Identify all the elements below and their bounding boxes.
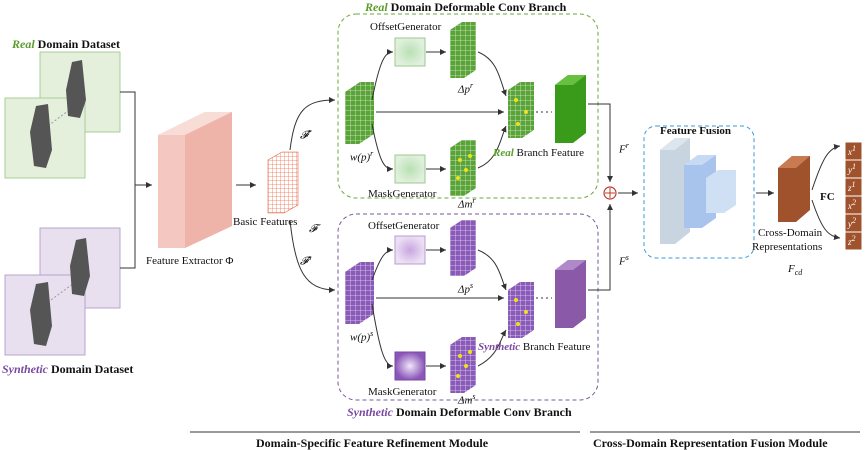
representations-label: Representations [752,241,823,253]
feature-extractor-label: Feature Extractor Φ [146,255,234,267]
real-mask-generator-label: MaskGenerator [368,188,437,200]
output-label-3: x2 [848,198,856,211]
fusion-box [643,125,755,259]
real-branch-title: Real Domain Deformable Conv Branch [365,0,567,14]
output-label-5: z2 [848,234,856,247]
synthetic-dataset-label: Synthetic Domain Dataset [2,362,134,376]
synthetic-weight-label: w(p)s [350,329,374,344]
synthetic-offset-label: Δps [458,281,474,296]
fusion-blocks [660,138,736,244]
feature-fusion-title: Feature Fusion [660,125,731,137]
real-mask-label: Δmr [458,196,476,211]
real-offset-label: Δpr [458,81,474,96]
synthetic-branch-graphics [345,220,586,393]
output-label-0: x1 [848,144,856,157]
output-label-4: y2 [848,216,856,229]
synthetic-output-label: Fs [619,253,629,268]
fusion-module-label: Cross-Domain Representation Fusion Modul… [593,436,828,450]
synthetic-mask-label: Δms [458,392,476,407]
real-weight-label: w(p)r [350,149,374,164]
output-label-2: z1 [848,180,856,193]
cross-domain-block [778,156,810,222]
synthetic-dataset-stack [4,227,121,356]
real-output-label: Fr [619,141,629,156]
fcd-label: Fcd [788,263,803,278]
output-cells [844,141,863,251]
synthetic-mask-generator-label: MaskGenerator [368,386,437,398]
synthetic-branch-box [337,213,599,401]
feature-extractor-block [158,112,232,248]
real-branch-graphics [345,22,586,196]
output-label-1: y1 [848,162,856,175]
basic-features-label: Basic Features [233,216,298,228]
real-branch-box [337,13,599,199]
synthetic-branch-title: Synthetic Domain Deformable Conv Branch [347,405,572,419]
synthetic-offset-generator-label: OffsetGenerator [368,220,440,232]
synthetic-flow-symbol: 𝓕s [300,253,312,268]
real-branch-feature-label: Real Branch Feature [493,147,585,159]
real-flow-symbol: 𝓕r [300,127,312,142]
basic-features-symbol: 𝓕 [309,223,318,235]
refinement-module-label: Domain-Specific Feature Refinement Modul… [256,436,489,450]
synthetic-branch-feature-label: Synthetic Branch Feature [478,341,591,353]
real-dataset-stack [4,51,121,179]
basic-features-grid [267,151,299,214]
real-dataset-label: Real Domain Dataset [12,37,120,51]
real-offset-generator-label: OffsetGenerator [370,21,442,33]
cross-domain-label: Cross-Domain [758,227,823,239]
fc-label: FC [820,191,835,203]
